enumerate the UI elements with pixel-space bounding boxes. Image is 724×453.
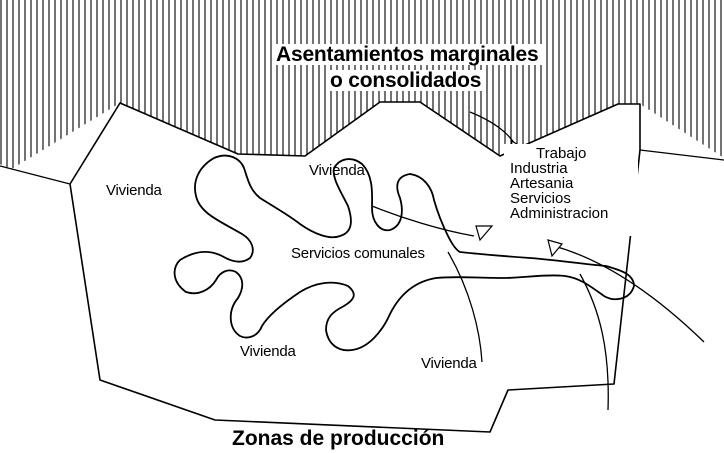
- activities-backdrop: [504, 144, 638, 236]
- activity-industria: Industria: [510, 160, 568, 177]
- title-settlements: Asentamientos marginales: [272, 44, 543, 65]
- flow-arrow-vivienda-bottom: [447, 251, 483, 363]
- title-production-zones: Zonas de producción: [232, 427, 445, 450]
- label-vivienda-bottom-left: Vivienda: [240, 343, 296, 360]
- activities-list: Trabajo Industria Artesania Servicios Ad…: [510, 146, 608, 221]
- boundary-extension-right: [639, 149, 724, 161]
- activity-trabajo: Trabajo: [536, 145, 587, 162]
- flow-arrowhead-administration: [547, 239, 564, 258]
- title-settlements-line2: o consolidados: [326, 70, 486, 91]
- flow-arrowhead-services: [475, 225, 494, 242]
- activity-artesania: Artesania: [510, 175, 574, 192]
- activity-administracion: Administracion: [510, 205, 609, 222]
- boundary-extension-left: [0, 165, 71, 185]
- flow-arrow-from-housing: [371, 205, 475, 237]
- activity-servicios: Servicios: [510, 190, 571, 207]
- label-vivienda-top: Vivienda: [309, 162, 365, 179]
- flow-arrow-down-production: [579, 273, 609, 411]
- label-vivienda-bottom-right: Vivienda: [421, 355, 477, 372]
- label-vivienda-left: Vivienda: [106, 182, 162, 199]
- community-boundary: [69, 101, 641, 433]
- community-area-blob: [173, 154, 635, 352]
- flow-arrow-right-production: [553, 245, 705, 343]
- label-servicios-comunales: Servicios comunales: [291, 245, 425, 262]
